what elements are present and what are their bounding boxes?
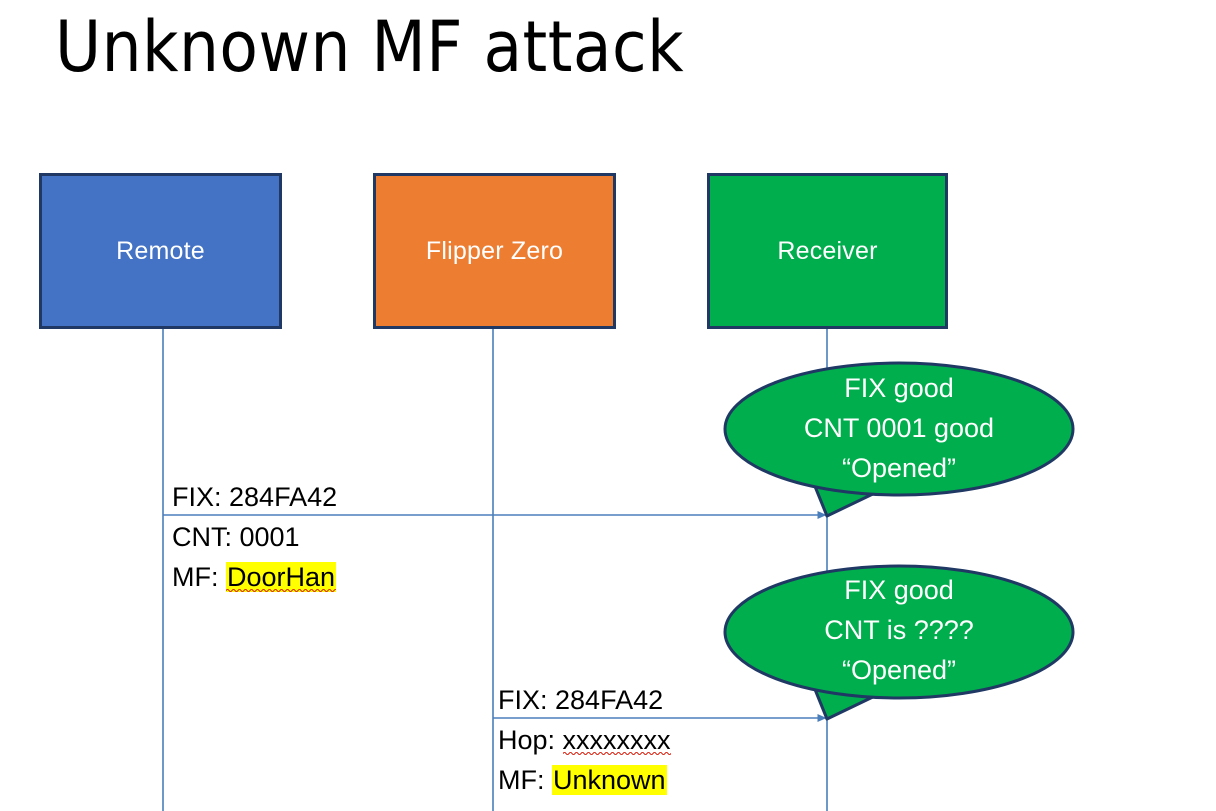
message-2-line-fix: FIX: 284FA42	[498, 680, 663, 720]
callout-bubble-second-reception[interactable]	[723, 564, 1075, 721]
actor-box-flipper-zero[interactable]: Flipper Zero	[373, 173, 616, 329]
message-2-fix-prefix: FIX:	[498, 685, 556, 715]
message-1-fix-value: 284FA42	[229, 482, 338, 512]
message-1-line-fix: FIX: 284FA42	[172, 477, 337, 517]
callout-ellipse-first	[723, 361, 1075, 497]
message-1-cnt-value: 0001	[239, 522, 300, 552]
callout-bubble-first-reception[interactable]	[723, 361, 1075, 518]
callout-first-line-1: FIX good	[844, 373, 954, 403]
message-1-mf-prefix: MF:	[172, 562, 226, 592]
callout-text-first: FIX good CNT 0001 good “Opened”	[725, 368, 1073, 488]
message-1-line-cnt: CNT: 0001	[172, 517, 300, 557]
callout-tail-second	[810, 680, 879, 721]
page-title: Unknown MF attack	[55, 6, 685, 88]
actor-label-receiver: Receiver	[777, 236, 878, 265]
callout-first-line-3: “Opened”	[841, 453, 957, 483]
callout-second-line-2: CNT is ????	[824, 615, 974, 645]
message-1-mf-value: DoorHan	[227, 562, 336, 592]
actor-box-receiver[interactable]: Receiver	[707, 173, 948, 329]
message-1-cnt-prefix: CNT:	[172, 522, 240, 552]
message-2-fix-value: 284FA42	[555, 685, 664, 715]
message-1-fix-prefix: FIX:	[172, 482, 230, 512]
callout-text-second: FIX good CNT is ???? “Opened”	[725, 570, 1073, 690]
message-2-mf-value: Unknown	[552, 765, 667, 795]
actor-label-flipper-zero: Flipper Zero	[425, 236, 564, 265]
message-1-line-mf: MF: DoorHan	[172, 557, 336, 597]
callout-second-line-1: FIX good	[844, 575, 954, 605]
callout-ellipse-second	[723, 564, 1075, 700]
callout-first-line-2: CNT 0001 good	[803, 413, 995, 443]
actor-box-remote[interactable]: Remote	[39, 173, 282, 329]
callout-second-line-3: “Opened”	[841, 655, 957, 685]
message-2-line-hop: Hop: xxxxxxxx	[498, 720, 671, 760]
message-2-hop-value: xxxxxxxx	[562, 725, 671, 755]
actor-label-remote: Remote	[116, 236, 205, 265]
message-2-mf-prefix: MF:	[498, 765, 552, 795]
message-2-line-mf: MF: Unknown	[498, 760, 667, 800]
callout-tail-first	[810, 477, 879, 518]
message-2-hop-prefix: Hop:	[498, 725, 563, 755]
